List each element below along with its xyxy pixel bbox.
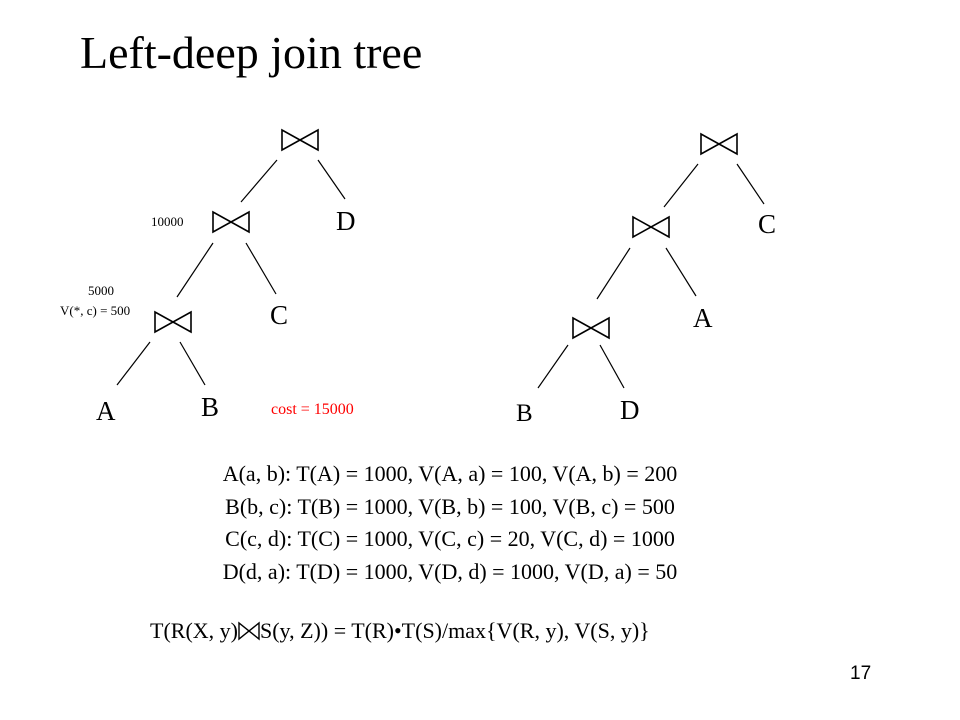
tree-edge (240, 159, 278, 203)
join-symbol-icon (632, 216, 670, 238)
tree-edge (596, 247, 631, 300)
tree-edge (736, 163, 765, 205)
join-size-formula: T(R(X, y) S(y, Z)) = T(R)•T(S)/max{V(R, y… (150, 620, 650, 642)
join-symbol-icon (572, 317, 610, 339)
relation-label: B (516, 400, 533, 427)
join-symbol-icon (212, 211, 250, 233)
left-join-tree: D 10000 C 5000 V(*, c) = 500 A B cost = … (60, 129, 356, 426)
tree-edge (317, 159, 346, 200)
right-join-tree: C A B D (516, 133, 776, 427)
tree-edge (176, 242, 214, 298)
relation-stat-line: C(c, d): T(C) = 1000, V(C, c) = 20, V(C,… (225, 526, 675, 551)
page-number: 17 (850, 663, 872, 684)
tree-edge (245, 242, 277, 295)
formula-left: T(R(X, y) (150, 618, 238, 643)
relation-stat-line: A(a, b): T(A) = 1000, V(A, a) = 100, V(A… (222, 461, 678, 486)
relation-stat-line: D(d, a): T(D) = 1000, V(D, d) = 1000, V(… (222, 558, 678, 584)
join-symbol-icon (154, 311, 192, 333)
relation-label: D (336, 206, 356, 236)
tree-edge (179, 341, 206, 386)
cardinality-annotation: 5000 (88, 283, 114, 298)
formula-right: S(y, Z)) = T(R)•T(S)/max{V(R, y), V(S, y… (259, 618, 650, 643)
page-title: Left-deep join tree (80, 27, 423, 78)
distinct-values-annotation: V(*, c) = 500 (60, 303, 130, 318)
cost-label: cost = 15000 (271, 401, 354, 418)
tree-edge (665, 247, 697, 297)
relation-statistics: A(a, b): T(A) = 1000, V(A, a) = 100, V(A… (0, 458, 900, 588)
relation-label: D (620, 395, 640, 425)
relation-stat-line: B(b, c): T(B) = 1000, V(B, b) = 100, V(B… (225, 493, 675, 519)
tree-edge (599, 344, 625, 389)
relation-label: B (201, 392, 219, 422)
tree-edge (663, 163, 699, 208)
join-symbol-icon (238, 621, 260, 641)
relation-label: C (270, 300, 288, 330)
relation-label: A (693, 303, 713, 333)
join-symbol-icon (700, 133, 738, 155)
tree-edge (537, 344, 569, 389)
join-symbol-icon (281, 129, 319, 151)
relation-label: C (758, 209, 776, 239)
cardinality-annotation: 10000 (151, 214, 184, 229)
relation-label: A (96, 396, 116, 426)
tree-edge (116, 341, 151, 386)
